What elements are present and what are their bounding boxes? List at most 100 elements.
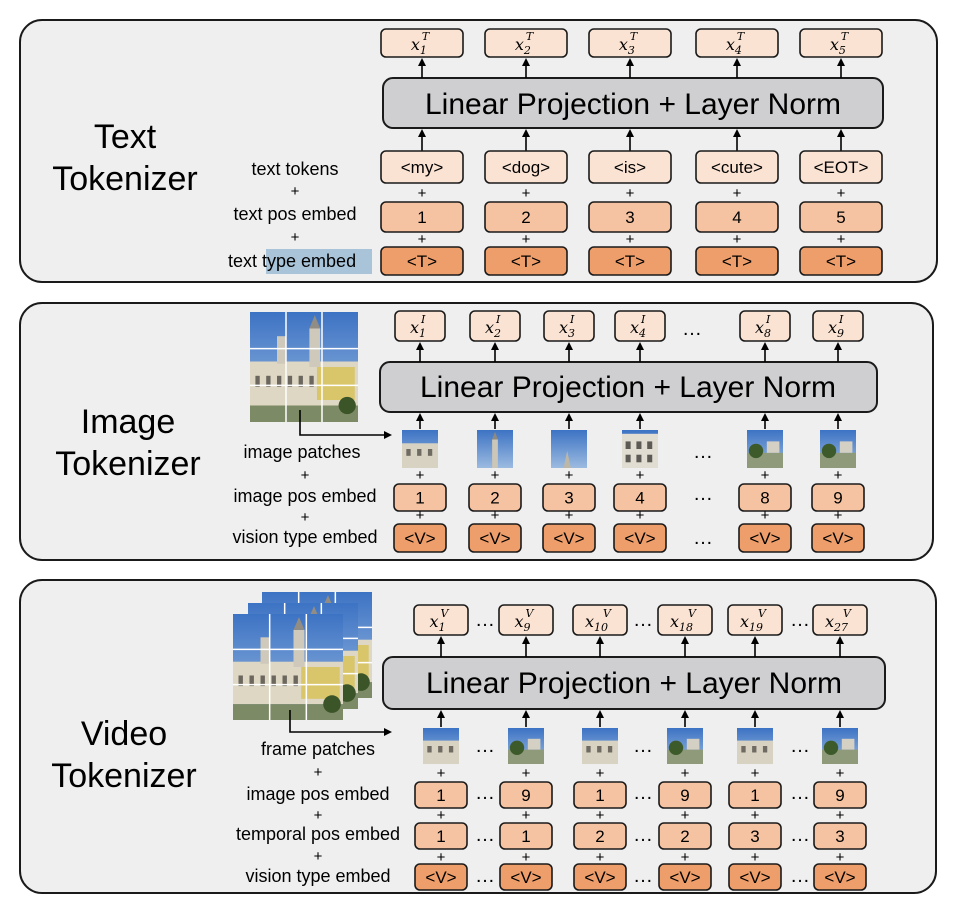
video-type-3-box — [573, 863, 627, 891]
text-panel-background — [19, 19, 938, 283]
image-patch-3 — [551, 430, 587, 468]
symbol-superscript: V — [526, 607, 535, 620]
image-output-x3: x3I — [543, 310, 595, 342]
patch-spire — [563, 450, 571, 468]
patch-window — [625, 441, 631, 449]
patch-window — [607, 746, 613, 753]
photo-window — [282, 675, 287, 687]
symbol-superscript: T — [422, 30, 431, 43]
plus-sign: + — [751, 765, 760, 782]
text-token-2-label: <dog> — [502, 158, 550, 177]
text-pos-2: 2 — [484, 201, 568, 233]
patch-window — [597, 746, 602, 753]
image-linear-projection-label: Linear Projection + Layer Norm — [420, 371, 836, 404]
text-panel-title-line1: Text — [94, 118, 157, 156]
ellipsis: … — [633, 609, 653, 631]
image-output-x5: x8I — [739, 310, 791, 342]
text-pos-5: 5 — [799, 201, 883, 233]
video-output-x3-symbol: x10V — [585, 607, 612, 634]
image-pos-1: 1 — [393, 483, 447, 512]
image-photo — [250, 312, 358, 422]
video-output-x2: x9V — [498, 604, 554, 636]
video-pos-1-label: 1 — [436, 786, 445, 805]
photo-window — [260, 675, 265, 687]
text-type-3: <T> — [588, 246, 672, 276]
patch-window — [625, 454, 631, 463]
symbol-base: x — [485, 318, 494, 337]
image-pos-4-box — [613, 483, 667, 512]
photo-spire — [309, 315, 321, 329]
symbol-base: x — [411, 35, 420, 54]
image-pos-6-box — [811, 483, 865, 512]
text-type-5: <T> — [799, 246, 883, 276]
text-output-x2: x2T — [484, 28, 568, 58]
row-plus: + — [291, 229, 300, 246]
row-label-temporal-pos-embed: temporal pos embed — [236, 824, 400, 844]
patch-tree — [821, 443, 837, 459]
patch-window — [647, 441, 653, 449]
video-pos-4-box — [658, 781, 712, 809]
photo-tower — [277, 336, 286, 364]
video-pos-1-box — [414, 781, 468, 809]
plus-sign: + — [437, 765, 446, 782]
text-output-x3: x3T — [588, 28, 672, 58]
image-output-x6: x9I — [812, 310, 864, 342]
video-temporal-6-box — [813, 822, 867, 850]
text-token-2: <dog> — [484, 150, 568, 184]
text-output-x1-symbol: x1T — [411, 30, 431, 57]
text-token-3-box — [588, 150, 672, 184]
text-type-1-box — [380, 246, 464, 276]
image-pos-3-box — [542, 483, 596, 512]
photo-tower — [260, 637, 270, 664]
video-output-x1-symbol: x1V — [430, 607, 450, 634]
video-frame-front — [233, 614, 343, 720]
image-pos-4: 4 — [613, 483, 667, 512]
image-to-patches-arrow — [299, 410, 392, 439]
video-patch-5 — [737, 728, 773, 764]
symbol-superscript: V — [603, 607, 612, 620]
symbol-base: x — [515, 35, 524, 54]
row-plus: + — [314, 764, 323, 781]
plus-sign: + — [522, 231, 531, 248]
video-pos-6: 9 — [813, 781, 867, 809]
video-pos-5: 1 — [728, 781, 782, 809]
plus-sign: + — [437, 807, 446, 824]
video-type-4-box — [658, 863, 712, 891]
image-pos-6-label: 9 — [833, 489, 842, 508]
plus-sign: + — [681, 849, 690, 866]
source-video-frames — [233, 592, 372, 720]
video-temporal-5-box — [728, 822, 782, 850]
image-patch-2 — [477, 430, 513, 468]
plus-sign: + — [837, 231, 846, 248]
symbol-superscript: I — [495, 313, 501, 326]
image-panel-title-line1: Image — [81, 403, 176, 441]
image-panel-title-line2: Tokenizer — [55, 445, 201, 483]
image-tokenizer-panel: Image Tokenizer Linear Projection + Laye… — [19, 302, 934, 561]
row-label-text-type-prefix: text — [228, 251, 262, 271]
ellipsis: … — [475, 865, 495, 887]
patch-tree — [668, 740, 684, 755]
patch-window — [752, 746, 757, 753]
text-pos-3: 3 — [588, 201, 672, 233]
video-output-x1: x1V — [413, 604, 469, 636]
plus-sign: + — [733, 185, 742, 202]
text-pos-2-box — [484, 201, 568, 233]
image-pos-1-label: 1 — [415, 489, 424, 508]
ellipsis: … — [475, 609, 495, 631]
symbol-superscript: V — [758, 607, 767, 620]
video-patch-6 — [822, 728, 858, 764]
video-pos-3-box — [573, 781, 627, 809]
photo-window — [255, 375, 260, 387]
ellipsis: … — [633, 865, 653, 887]
plus-sign: + — [418, 231, 427, 248]
symbol-subscript: 9 — [524, 621, 531, 634]
image-pos-5-label: 8 — [760, 489, 769, 508]
image-type-1-box — [393, 523, 447, 553]
image-type-2-box — [468, 523, 522, 553]
ellipsis: … — [790, 735, 810, 757]
symbol-superscript: I — [420, 313, 426, 326]
patch-window — [438, 746, 443, 753]
row-label-video-vision-type-embed: vision type embed — [245, 866, 390, 886]
image-type-2-label: <V> — [479, 529, 510, 548]
